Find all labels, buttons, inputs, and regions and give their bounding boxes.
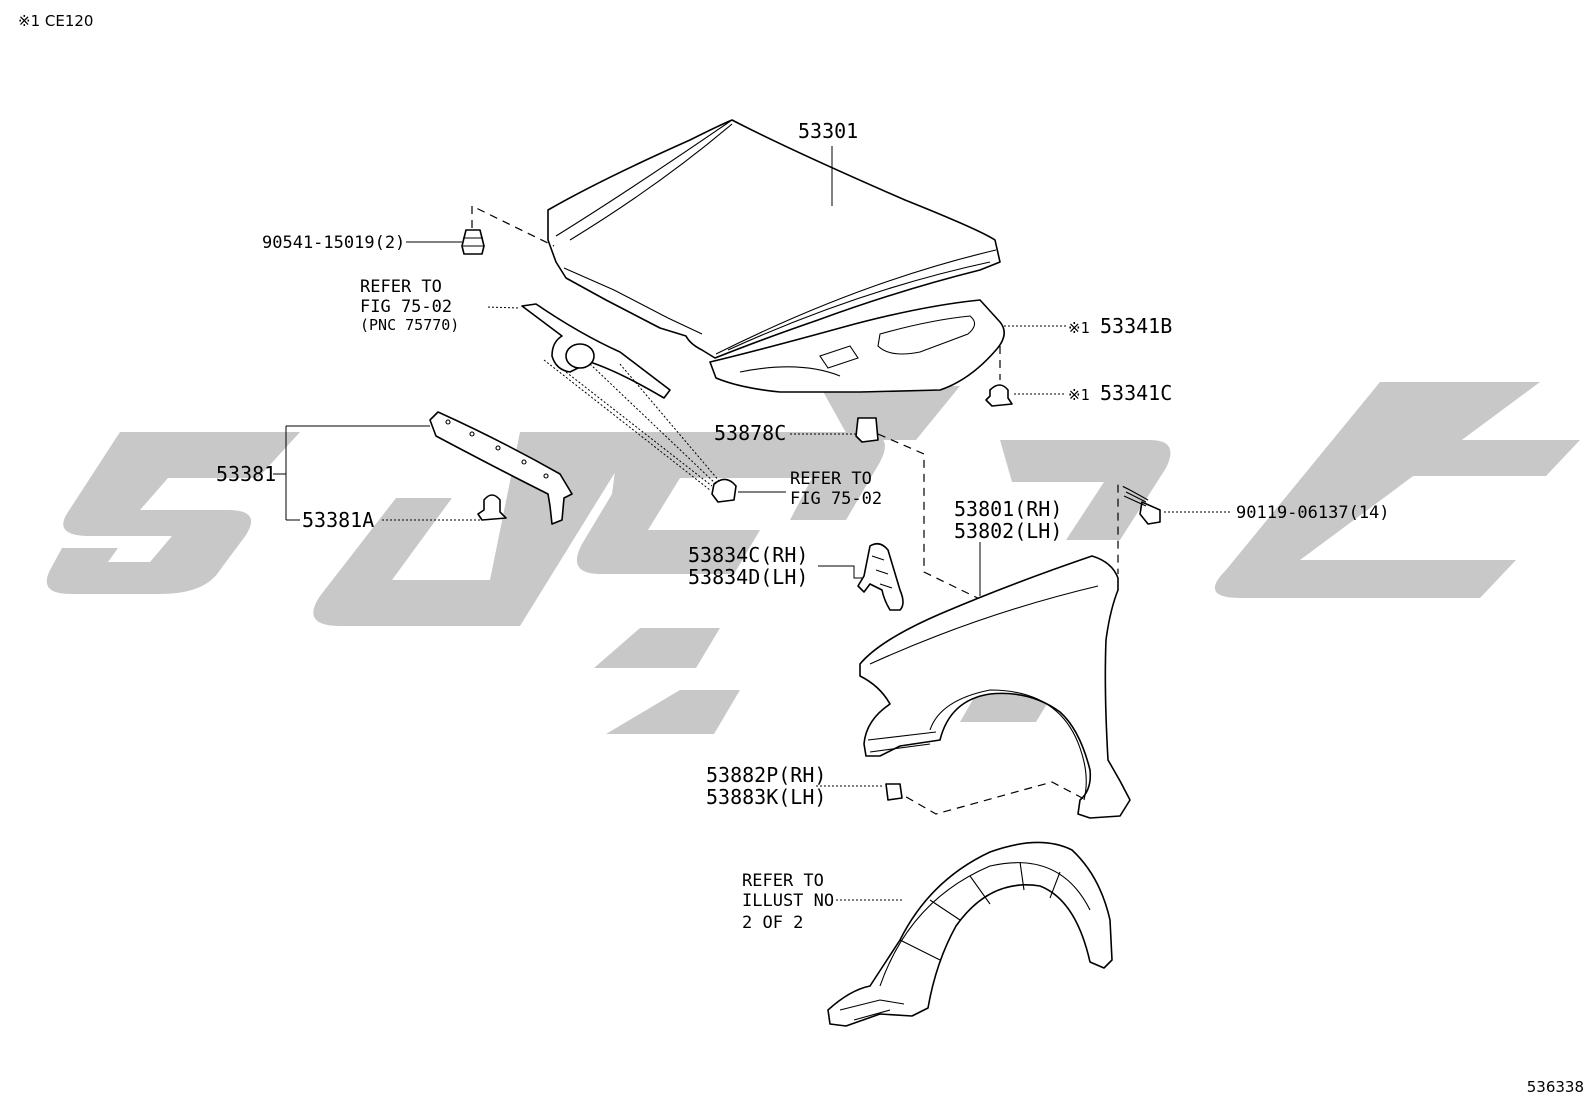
watermark-shape-4	[820, 386, 960, 440]
label-grille-ref-line2[interactable]: FIG 75-02	[360, 297, 452, 317]
label-fender-bracket-clip[interactable]: 53878C	[714, 421, 786, 445]
watermark-shape-5	[1000, 440, 1171, 540]
label-seal-group[interactable]: 53381	[216, 462, 276, 486]
label-liner-ref-line2[interactable]: ILLUST NO	[742, 891, 834, 911]
label-fender-rh[interactable]: 53801(RH)	[954, 497, 1062, 521]
watermark-shape-6	[1214, 382, 1540, 598]
fender-bolt-dashed-link	[1117, 483, 1131, 574]
label-insulator-clip-mark: ※1	[1068, 386, 1090, 404]
label-seal-clip[interactable]: 53381A	[302, 508, 374, 532]
label-liner-ref-line3: 2 OF 2	[742, 913, 803, 933]
watermark-shape-1	[46, 432, 301, 594]
watermark-shape-3	[576, 432, 885, 574]
watermark-shape-9	[606, 690, 740, 734]
grille-clip-dotted-links	[543, 359, 721, 491]
watermark-logo	[46, 382, 1580, 734]
label-hood-insulator-mark: ※1	[1068, 319, 1090, 337]
fender-pad-dashed-link	[893, 781, 1087, 815]
label-clip-ref-line1: REFER TO	[790, 469, 872, 489]
fender-bolt-part[interactable]	[1123, 489, 1161, 525]
illustration-number: 536338	[1527, 1078, 1584, 1096]
leader-lines	[273, 146, 1232, 901]
seal-clip-part[interactable]	[477, 494, 507, 521]
label-hood[interactable]: 53301	[798, 119, 858, 143]
label-fender-lh[interactable]: 53802(LH)	[954, 519, 1062, 543]
header-note: ※1 CE120	[18, 12, 93, 30]
watermark-shape-7	[1368, 440, 1580, 476]
hood-insulator-part[interactable]	[709, 299, 1005, 393]
label-liner-ref-line1: REFER TO	[742, 871, 824, 891]
label-fender-bracket-rh[interactable]: 53834C(RH)	[688, 543, 808, 567]
label-fender-pad-lh[interactable]: 53883K(LH)	[706, 785, 826, 809]
watermark-shape-8	[594, 628, 720, 668]
grille-molding-part[interactable]	[521, 303, 671, 399]
label-grille-ref-line1: REFER TO	[360, 277, 442, 297]
grille-clip-part[interactable]	[711, 478, 737, 503]
label-fender-bracket-lh[interactable]: 53834D(LH)	[688, 565, 808, 589]
label-fender-pad-rh[interactable]: 53882P(RH)	[706, 763, 826, 787]
front-fender-part[interactable]	[859, 555, 1131, 819]
label-fender-bolt[interactable]: 90119-06137(14)	[1236, 503, 1390, 523]
fender-bracket-part[interactable]	[857, 542, 904, 611]
label-hood-cushion[interactable]: 90541-15019(2)	[262, 233, 405, 253]
insulator-clip-part[interactable]	[985, 384, 1013, 407]
label-insulator-clip[interactable]: 53341C	[1100, 381, 1172, 405]
label-hood-insulator[interactable]: 53341B	[1100, 314, 1172, 338]
fender-liner-part[interactable]	[827, 841, 1113, 1027]
hood-part[interactable]	[547, 119, 1001, 359]
fender-bracket-clip-part[interactable]	[855, 417, 879, 443]
seal-strip-part[interactable]	[429, 411, 573, 525]
hood-cushion-part[interactable]	[461, 229, 485, 255]
label-grille-ref-line3: (PNC 75770)	[360, 316, 459, 334]
fender-pad-part[interactable]	[885, 783, 903, 801]
cushion-dashed-link	[471, 205, 555, 247]
label-clip-ref-line2[interactable]: FIG 75-02	[790, 489, 882, 509]
